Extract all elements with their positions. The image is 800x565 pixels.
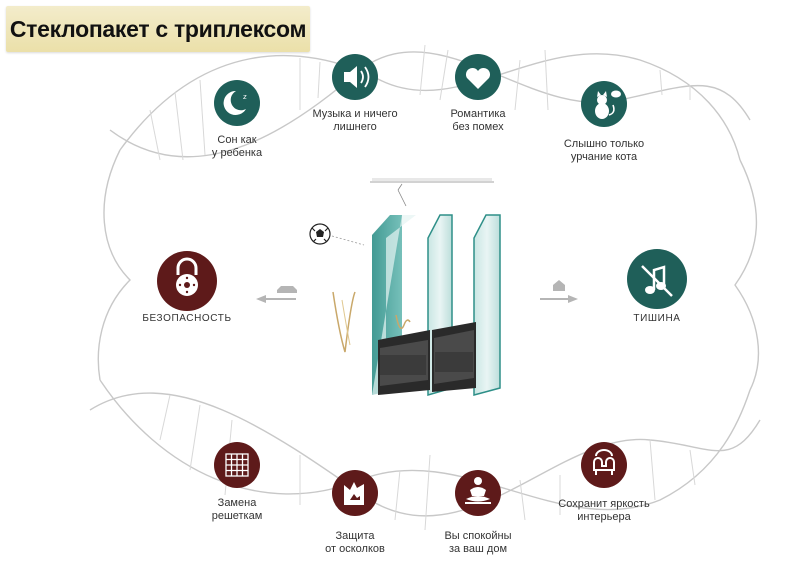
caption-grille: Замена решеткам [172, 497, 302, 523]
caption-line: без помех [452, 121, 504, 133]
caption-interior: Сохранит яркость интерьера [529, 498, 679, 524]
caption-line: Сохранит яркость [558, 498, 650, 510]
feature-cat [581, 81, 627, 127]
speaker-icon [344, 66, 370, 88]
street-arrow-left [256, 286, 297, 303]
caption-line: Защита [335, 530, 375, 542]
feature-sleep: z [214, 80, 260, 126]
glass-pointer-label-bar [372, 178, 492, 181]
caption-line: Музыка и ничего [312, 108, 398, 120]
caption-line: Романтика [450, 108, 506, 120]
caption-line: урчание кота [570, 151, 638, 163]
moon-icon: z [223, 90, 247, 115]
caption-line: за ваш дом [448, 543, 508, 555]
padlock-icon [176, 257, 198, 296]
shards-icon [344, 482, 364, 505]
caption-line: Слышно только [563, 138, 645, 150]
sound-wave-mid [395, 314, 411, 330]
svg-text:z: z [243, 93, 247, 101]
caption-sleep: Сон как у ребенка [172, 134, 302, 160]
glass-pane-3 [473, 214, 501, 396]
sound-wave-left [332, 291, 356, 353]
car-icon [277, 286, 297, 293]
muted-note-icon [641, 265, 673, 297]
label-security: БЕЗОПАСНОСТЬ [142, 313, 232, 324]
caption-line: у ребенка [211, 147, 263, 159]
caption-line: решеткам [211, 510, 263, 522]
caption-line: от осколков [325, 543, 385, 555]
feature-calm [455, 470, 501, 516]
house-icon [553, 280, 565, 291]
feature-silence [627, 249, 687, 309]
cat-icon [595, 90, 621, 119]
feature-romance [455, 54, 501, 100]
feature-security [157, 251, 217, 311]
armchair-icon [593, 449, 615, 475]
feature-music [332, 54, 378, 100]
title-badge: Стеклопакет с триплексом [6, 6, 310, 52]
caption-music: Музыка и ничего лишнего [290, 108, 420, 134]
glass-unit-illustration [256, 178, 578, 396]
soccer-ball-icon [309, 223, 331, 245]
feature-interior [581, 442, 627, 488]
feature-shards [332, 470, 378, 516]
caption-shards: Защита от осколков [290, 530, 420, 556]
caption-line: интерьера [577, 511, 631, 523]
caption-line: Сон как [217, 134, 257, 146]
heart-icon [465, 67, 491, 89]
caption-line: Вы спокойны [444, 530, 512, 542]
feature-grille [214, 442, 260, 488]
glass-spacer-frames [378, 322, 476, 395]
home-arrow-right [540, 280, 578, 303]
meditation-icon [465, 477, 491, 504]
caption-line: Замена [217, 497, 257, 509]
caption-romance: Романтика без помех [413, 108, 543, 134]
label-silence: ТИШИНА [633, 313, 681, 324]
dna-rungs [149, 44, 696, 531]
caption-line: лишнего [333, 121, 377, 133]
page-title: Стеклопакет с триплексом [9, 15, 307, 42]
grille-icon [225, 453, 249, 477]
caption-calm: Вы спокойны за ваш дом [413, 530, 543, 556]
caption-cat: Слышно только урчание кота [539, 138, 669, 164]
